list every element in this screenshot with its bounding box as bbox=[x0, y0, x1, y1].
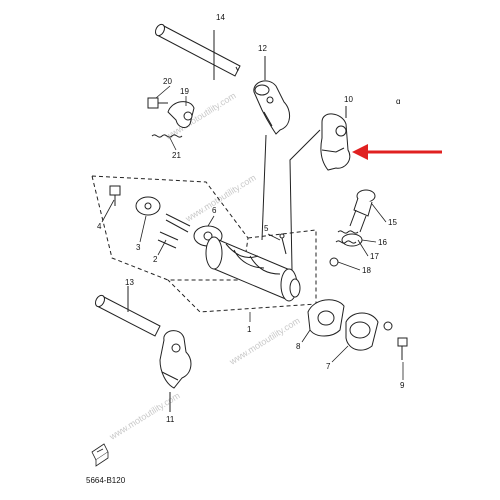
shift-fork-lower bbox=[159, 330, 192, 389]
label-part-12: 12 bbox=[258, 44, 267, 53]
label-part-17: 17 bbox=[370, 252, 379, 261]
highlight-arrow bbox=[352, 144, 442, 160]
shift-fork-upper bbox=[253, 80, 290, 135]
shift-rod-lower bbox=[94, 294, 161, 337]
label-part-5: 5 bbox=[264, 224, 269, 233]
label-part-19: 19 bbox=[180, 87, 189, 96]
segment-plate bbox=[135, 196, 223, 249]
label-part-4: 4 bbox=[97, 222, 102, 231]
label-part-6: 6 bbox=[212, 206, 217, 215]
shift-rod-top bbox=[154, 23, 241, 77]
stray-mark: ɑ bbox=[396, 97, 400, 106]
drawing-code: 5664-B120 bbox=[86, 476, 126, 485]
watermark-text: www.motoutility.com bbox=[227, 315, 302, 367]
label-part-20: 20 bbox=[163, 77, 172, 86]
pin-part-5 bbox=[279, 233, 287, 255]
watermark-text: www.motoutility.com bbox=[183, 172, 258, 224]
label-part-15: 15 bbox=[388, 218, 397, 227]
shift-fork-right bbox=[320, 113, 351, 171]
cover-assembly bbox=[307, 299, 408, 360]
label-part-13: 13 bbox=[125, 278, 134, 287]
label-part-21: 21 bbox=[172, 151, 181, 160]
bolt-part-4 bbox=[109, 185, 121, 206]
leader-lines bbox=[101, 85, 404, 380]
label-part-11: 11 bbox=[166, 415, 175, 424]
label-part-2: 2 bbox=[153, 255, 158, 264]
label-part-1: 1 bbox=[247, 325, 252, 334]
label-part-7: 7 bbox=[326, 362, 331, 371]
label-part-10: 10 bbox=[344, 95, 353, 104]
stopper-lever-assembly bbox=[147, 97, 195, 138]
front-arrow-stamp bbox=[91, 443, 109, 467]
label-part-3: 3 bbox=[136, 243, 141, 252]
neutral-switch-assembly bbox=[329, 189, 376, 267]
shift-drum bbox=[205, 236, 301, 302]
label-part-16: 16 bbox=[378, 238, 387, 247]
label-part-18: 18 bbox=[362, 266, 371, 275]
label-part-9: 9 bbox=[400, 381, 405, 390]
label-part-8: 8 bbox=[296, 342, 301, 351]
part-labels: 14 12 10 20 19 21 4 3 2 6 5 15 16 17 18 … bbox=[97, 13, 405, 424]
label-part-14: 14 bbox=[216, 13, 225, 22]
